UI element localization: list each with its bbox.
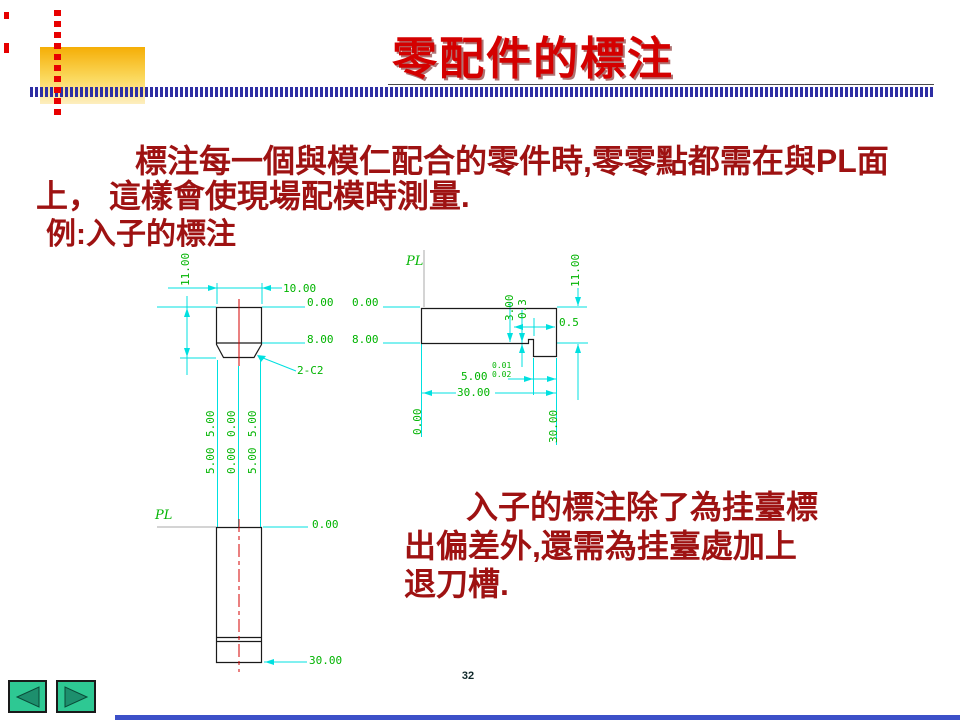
dimension-label: 0.00 — [312, 518, 339, 531]
bottom-blue-bar — [115, 715, 960, 720]
insert-side-view-outline — [420, 307, 558, 358]
dimension-label: 11.00 — [569, 253, 582, 287]
paragraph-line-2: 上， 這樣會使現場配模時測量. — [36, 178, 470, 214]
dimension-label: 0.5 — [559, 316, 579, 329]
dimension-label: 0.00 — [307, 296, 334, 309]
page-title: 零配件的標注 — [392, 33, 675, 84]
dimension-label: 11.00 — [179, 252, 192, 286]
pl-label: PL — [155, 508, 173, 523]
left-arrow-icon — [15, 685, 39, 708]
dimension-label: 0.00 — [225, 410, 238, 438]
dimension-label: 0.00 — [352, 296, 379, 309]
dimension-label: 2-C2 — [297, 364, 324, 377]
dimension-label: 5.00 — [204, 447, 217, 475]
dimension-label: 30.00 — [547, 409, 560, 443]
title-underline — [388, 84, 934, 85]
dimension-arrowheads — [184, 285, 581, 665]
insert-head-outline — [215, 306, 263, 359]
note-line-2: 出偏差外,還需為挂臺處加上 — [404, 528, 797, 564]
red-edge-mark — [4, 43, 9, 53]
dimension-label: 5.00 — [246, 447, 259, 475]
note-line-3: 退刀槽. — [404, 566, 509, 602]
right-arrow-icon — [64, 685, 89, 708]
dimension-label: 3.00 — [503, 294, 516, 322]
note-line-1: 入子的標注除了為挂臺標 — [466, 489, 819, 525]
paragraph-line-1: 標注每一個與模仁配合的零件時,零零點都需在與PL面 — [135, 143, 889, 179]
insert-body-outline — [215, 526, 263, 664]
dimension-label: 5.00 — [246, 410, 259, 438]
blue-dashed-divider — [30, 87, 935, 97]
pl-label: PL — [406, 254, 424, 269]
dimension-label: 0.01 — [492, 361, 512, 370]
example-label: 例:入子的標注 — [46, 218, 236, 251]
dimension-label: 10.00 — [283, 282, 317, 295]
page-number: 32 — [461, 670, 475, 682]
dimension-label: 0.3 — [516, 299, 529, 319]
dimension-label: 0.00 — [225, 447, 238, 475]
dimension-label: 0.00 — [411, 408, 424, 436]
red-dotted-line — [54, 10, 61, 118]
dimension-label: 8.00 — [307, 333, 334, 346]
dimension-label: 5.00 — [461, 370, 488, 383]
dimension-label: 8.00 — [352, 333, 379, 346]
dimension-label: 30.00 — [457, 386, 491, 399]
next-slide-button[interactable] — [56, 680, 96, 713]
red-edge-mark — [4, 12, 9, 19]
dimension-label: 5.00 — [204, 410, 217, 438]
dimension-label: 0.02 — [492, 370, 512, 379]
prev-slide-button[interactable] — [8, 680, 47, 713]
dimension-label: 30.00 — [309, 654, 343, 667]
